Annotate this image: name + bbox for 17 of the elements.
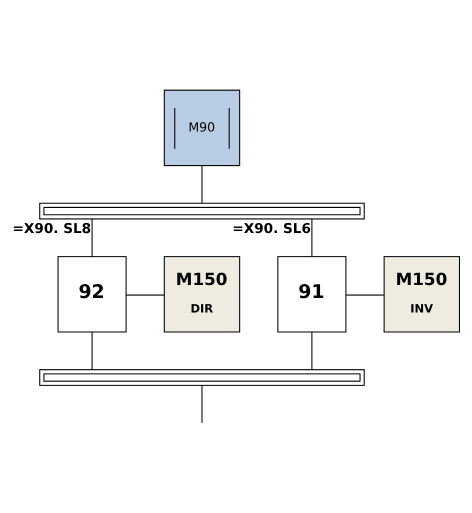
- node-box: 92: [58, 256, 127, 332]
- connector: [201, 385, 202, 422]
- node-box: M90: [164, 89, 240, 166]
- node-box: 91: [277, 256, 346, 332]
- edge-label: =X90. SL8: [12, 220, 92, 236]
- connector: [311, 332, 312, 370]
- connector: [346, 294, 384, 296]
- node-bar: [39, 368, 365, 386]
- connector: [92, 332, 93, 370]
- node-bar: [39, 202, 365, 219]
- connector: [201, 165, 202, 203]
- node-box: M150 INV: [384, 256, 460, 332]
- node-box: M150 DIR: [164, 256, 240, 332]
- edge-label: =X90. SL6: [232, 220, 311, 236]
- connector: [126, 294, 164, 296]
- connector: [311, 218, 312, 256]
- connector: [92, 218, 93, 256]
